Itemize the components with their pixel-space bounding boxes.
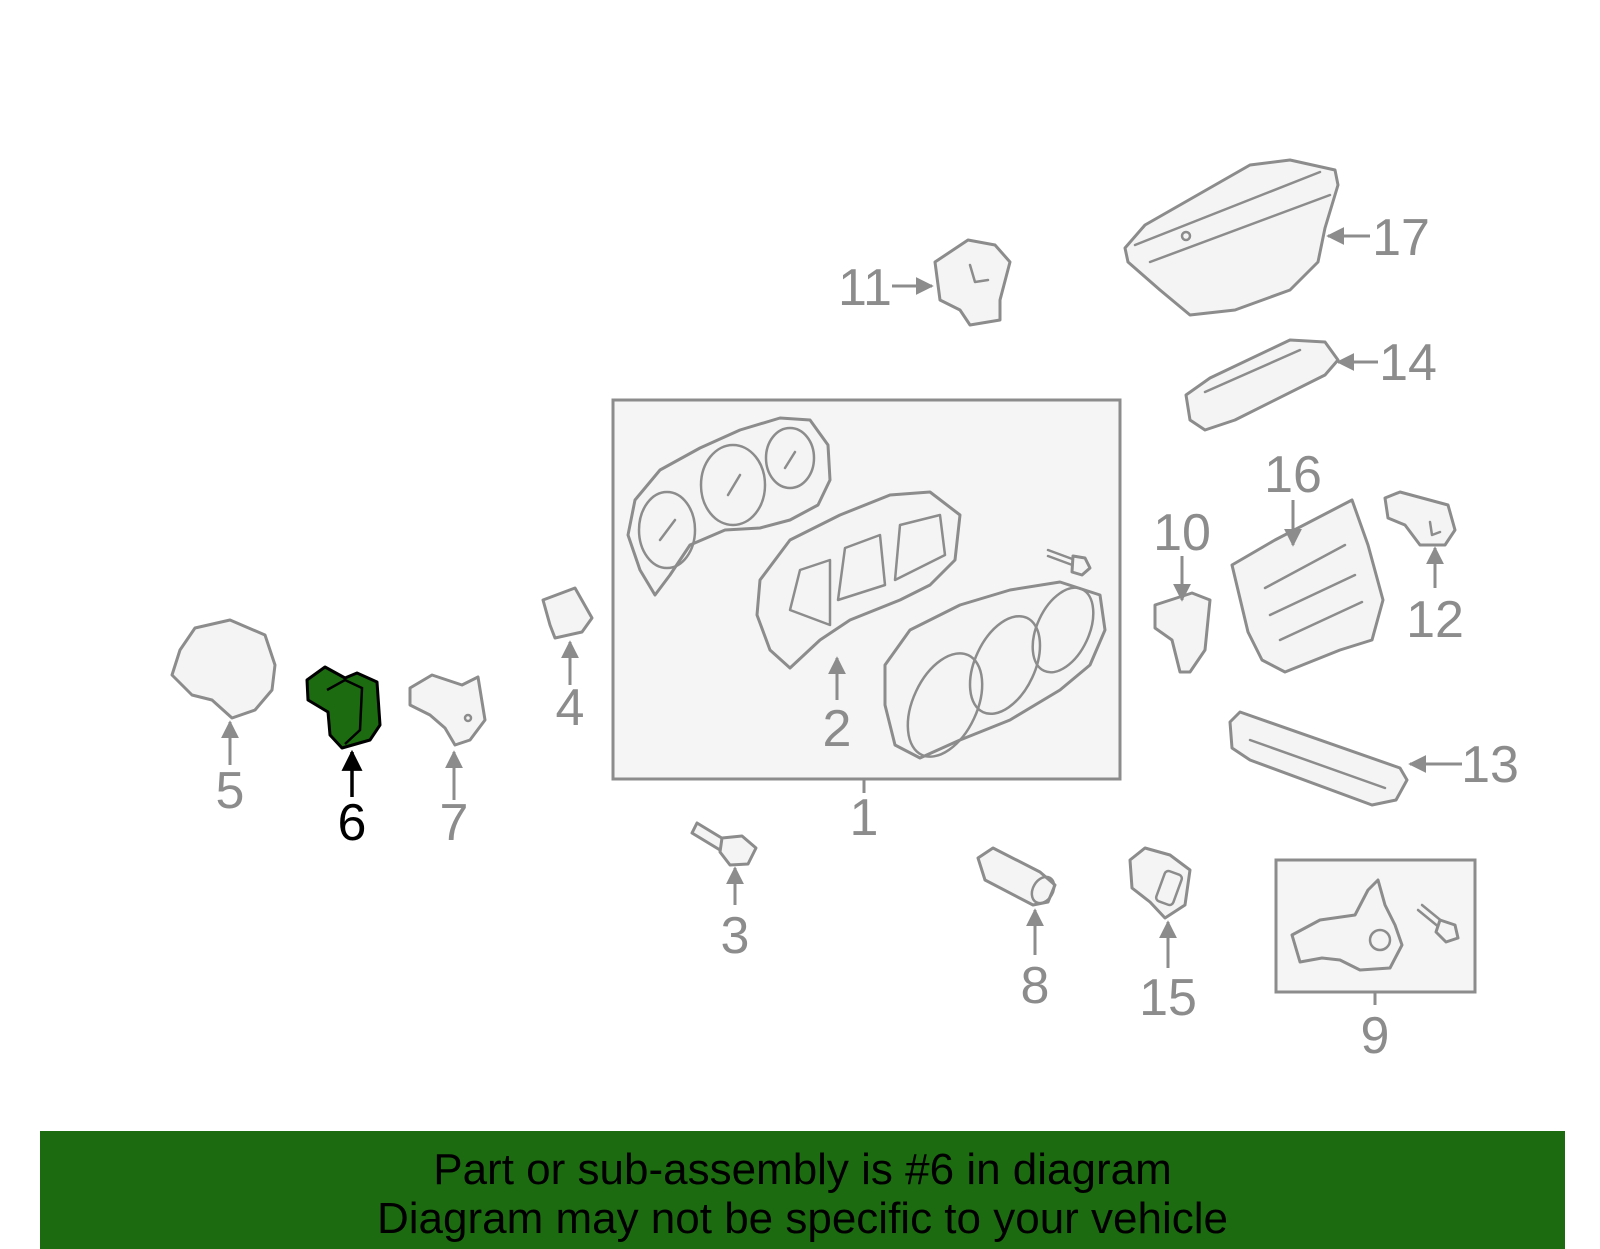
callout-12: 12 [1406,591,1464,649]
callout-6: 6 [338,794,367,852]
part-1-instrument-cluster[interactable] [611,398,1122,793]
banner-disclaimer-line: Diagram may not be specific to your vehi… [376,1194,1229,1243]
callout-16: 16 [1264,446,1322,504]
callout-3: 3 [721,907,750,965]
callout-17: 17 [1372,209,1430,267]
part-3-bolt[interactable] [690,821,758,905]
part-13-switch-panel[interactable] [1228,710,1462,807]
part-10-switch[interactable] [1153,556,1212,674]
callout-1: 1 [850,789,879,847]
callout-7: 7 [440,794,469,852]
part-15-switch[interactable] [1128,846,1192,968]
part-12-switch[interactable] [1383,490,1457,588]
callout-10: 10 [1153,504,1211,562]
callout-9: 9 [1361,1007,1390,1065]
callout-14: 14 [1379,334,1437,392]
info-banner: Part or sub-assembly is #6 in diagram Di… [40,1131,1565,1249]
part-7-connector[interactable] [408,673,487,800]
part-14-module[interactable] [1184,338,1378,432]
part-5-bracket[interactable] [170,618,277,765]
callout-5: 5 [216,762,245,820]
callout-13: 13 [1461,736,1519,794]
callout-4: 4 [556,679,585,737]
part-4-clip[interactable] [541,586,594,685]
callout-8: 8 [1021,957,1050,1015]
part-11-housing[interactable] [892,238,1012,327]
part-16-trim-bezel[interactable] [1230,498,1385,674]
part-8-socket[interactable] [976,846,1059,955]
callout-2: 2 [823,700,852,758]
callout-11: 11 [838,259,892,317]
callout-15: 15 [1139,969,1197,1027]
part-9-bracket-kit[interactable] [1274,858,1477,1005]
part-6-switch-highlighted[interactable] [305,665,382,797]
banner-part-line: Part or sub-assembly is #6 in diagram [433,1145,1172,1194]
part-17-module[interactable] [1123,158,1370,317]
